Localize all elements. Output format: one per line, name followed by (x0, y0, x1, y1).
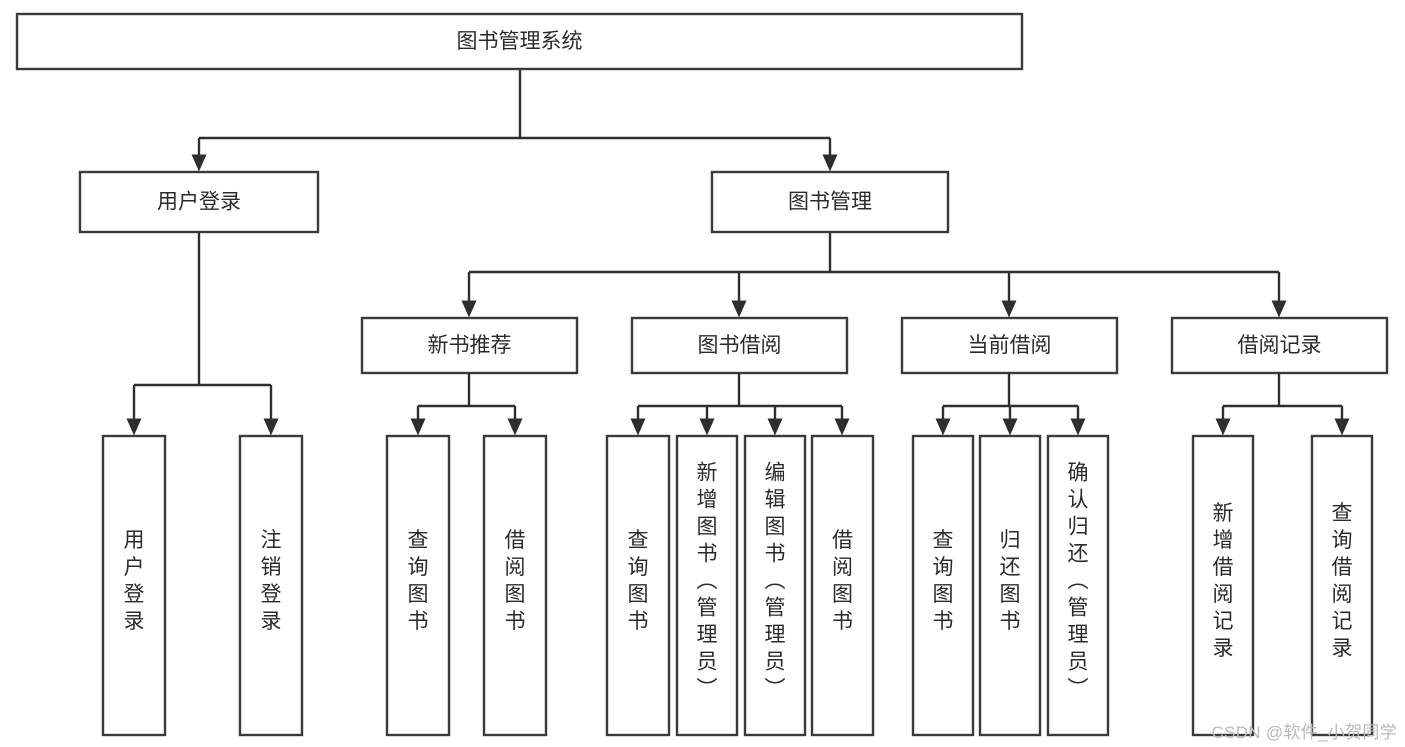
connector-conn-current-borrow-to-leaves (935, 373, 1086, 436)
node-label-leaf-query-borrow-record: 查询借阅记录 (1332, 502, 1353, 660)
node-leaf-add-borrow-record[interactable]: 新增借阅记录 (1191, 434, 1255, 737)
node-leaf-edit-book-admin[interactable]: 编辑图书︵管理员︶ (743, 434, 807, 737)
arrow-head-icon (630, 418, 646, 436)
arrow-head-icon (699, 418, 715, 436)
node-leaf-query-book-new[interactable]: 查询图书 (385, 434, 451, 737)
node-label-leaf-user-login: 用户登录 (124, 529, 145, 633)
node-book-management[interactable]: 图书管理 (710, 170, 950, 234)
arrow-head-icon (822, 154, 838, 172)
node-box-leaf-borrow-book[interactable] (810, 434, 875, 737)
node-label-leaf-query-book-new: 查询图书 (408, 529, 429, 633)
connector-conn-book-borrow-to-leaves (630, 373, 850, 436)
arrow-head-icon (461, 300, 477, 318)
node-leaf-user-logout[interactable]: 注销登录 (238, 434, 304, 737)
node-leaf-borrow-book-new[interactable]: 借阅图书 (482, 434, 548, 737)
node-box-leaf-return-book[interactable] (978, 434, 1042, 737)
node-box-leaf-edit-book-admin[interactable] (743, 434, 807, 737)
node-box-leaf-confirm-return-admin[interactable] (1046, 434, 1110, 737)
node-label-new-book-recommend: 新书推荐 (428, 334, 512, 357)
arrow-head-icon (1001, 300, 1017, 318)
arrow-head-icon (935, 418, 951, 436)
node-leaf-confirm-return-admin[interactable]: 确认归还︵管理员︶ (1046, 434, 1110, 737)
arrow-head-icon (1271, 300, 1287, 318)
arrow-head-icon (507, 418, 523, 436)
node-box-current-borrow[interactable] (900, 316, 1119, 375)
node-leaf-return-book[interactable]: 归还图书 (978, 434, 1042, 737)
connector-conn-new-book-to-leaves (410, 373, 523, 436)
node-box-leaf-query-book-current[interactable] (911, 434, 975, 737)
node-user-login[interactable]: 用户登录 (78, 170, 320, 234)
connector-conn-user-login-to-leaves (126, 232, 279, 436)
arrow-head-icon (410, 418, 426, 436)
node-box-leaf-query-book-borrow[interactable] (605, 434, 671, 737)
node-box-leaf-user-login[interactable] (101, 434, 167, 737)
node-label-book-management: 图书管理 (788, 191, 872, 214)
node-new-book-recommend[interactable]: 新书推荐 (360, 316, 579, 375)
node-box-new-book-recommend[interactable] (360, 316, 579, 375)
arrow-head-icon (126, 418, 142, 436)
node-root[interactable]: 图书管理系统 (15, 12, 1024, 71)
node-box-leaf-add-borrow-record[interactable] (1191, 434, 1255, 737)
node-label-leaf-borrow-book-new: 借阅图书 (505, 529, 526, 633)
node-borrow-record[interactable]: 借阅记录 (1170, 316, 1389, 375)
node-label-leaf-add-book-admin: 新增图书︵管理员︶ (697, 462, 718, 701)
node-box-book-management[interactable] (710, 170, 950, 234)
arrow-head-icon (263, 418, 279, 436)
arrow-head-icon (1215, 418, 1231, 436)
node-label-leaf-query-book-borrow: 查询图书 (628, 529, 649, 633)
node-label-leaf-add-borrow-record: 新增借阅记录 (1213, 502, 1234, 660)
arrow-head-icon (1334, 418, 1350, 436)
node-leaf-add-book-admin[interactable]: 新增图书︵管理员︶ (675, 434, 739, 737)
node-label-root: 图书管理系统 (457, 30, 583, 53)
arrow-head-icon (767, 418, 783, 436)
node-box-root[interactable] (15, 12, 1024, 71)
connector-conn-root-to-level2 (191, 69, 838, 172)
node-box-leaf-query-book-new[interactable] (385, 434, 451, 737)
node-box-user-login[interactable] (78, 170, 320, 234)
connector-conn-borrow-record-to-leaves (1215, 373, 1350, 436)
arrow-head-icon (1070, 418, 1086, 436)
node-label-leaf-user-logout: 注销登录 (261, 529, 282, 633)
node-label-leaf-confirm-return-admin: 确认归还︵管理员︶ (1068, 462, 1089, 701)
node-leaf-query-book-borrow[interactable]: 查询图书 (605, 434, 671, 737)
arrow-head-icon (1002, 418, 1018, 436)
node-label-current-borrow: 当前借阅 (968, 334, 1052, 357)
node-label-book-borrow: 图书借阅 (698, 334, 782, 357)
connector-conn-book-management-to-level3 (461, 232, 1287, 318)
arrow-head-icon (191, 154, 207, 172)
node-box-book-borrow[interactable] (630, 316, 849, 375)
node-label-user-login: 用户登录 (157, 191, 241, 214)
node-current-borrow[interactable]: 当前借阅 (900, 316, 1119, 375)
connector-layer (126, 69, 1350, 436)
node-label-leaf-edit-book-admin: 编辑图书︵管理员︶ (765, 462, 786, 701)
node-leaf-borrow-book[interactable]: 借阅图书 (810, 434, 875, 737)
node-label-leaf-borrow-book: 借阅图书 (832, 529, 853, 633)
node-box-borrow-record[interactable] (1170, 316, 1389, 375)
arrow-head-icon (731, 300, 747, 318)
node-box-leaf-user-logout[interactable] (238, 434, 304, 737)
node-leaf-query-book-current[interactable]: 查询图书 (911, 434, 975, 737)
node-label-leaf-query-book-current: 查询图书 (933, 529, 954, 633)
node-box-leaf-add-book-admin[interactable] (675, 434, 739, 737)
arrow-head-icon (834, 418, 850, 436)
node-label-borrow-record: 借阅记录 (1238, 334, 1322, 357)
node-box-leaf-query-borrow-record[interactable] (1310, 434, 1374, 737)
node-leaf-query-borrow-record[interactable]: 查询借阅记录 (1310, 434, 1374, 737)
node-box-leaf-borrow-book-new[interactable] (482, 434, 548, 737)
node-label-leaf-return-book: 归还图书 (1000, 529, 1021, 633)
node-book-borrow[interactable]: 图书借阅 (630, 316, 849, 375)
node-leaf-user-login[interactable]: 用户登录 (101, 434, 167, 737)
node-layer: 图书管理系统用户登录图书管理新书推荐图书借阅当前借阅借阅记录用户登录注销登录查询… (15, 12, 1389, 737)
